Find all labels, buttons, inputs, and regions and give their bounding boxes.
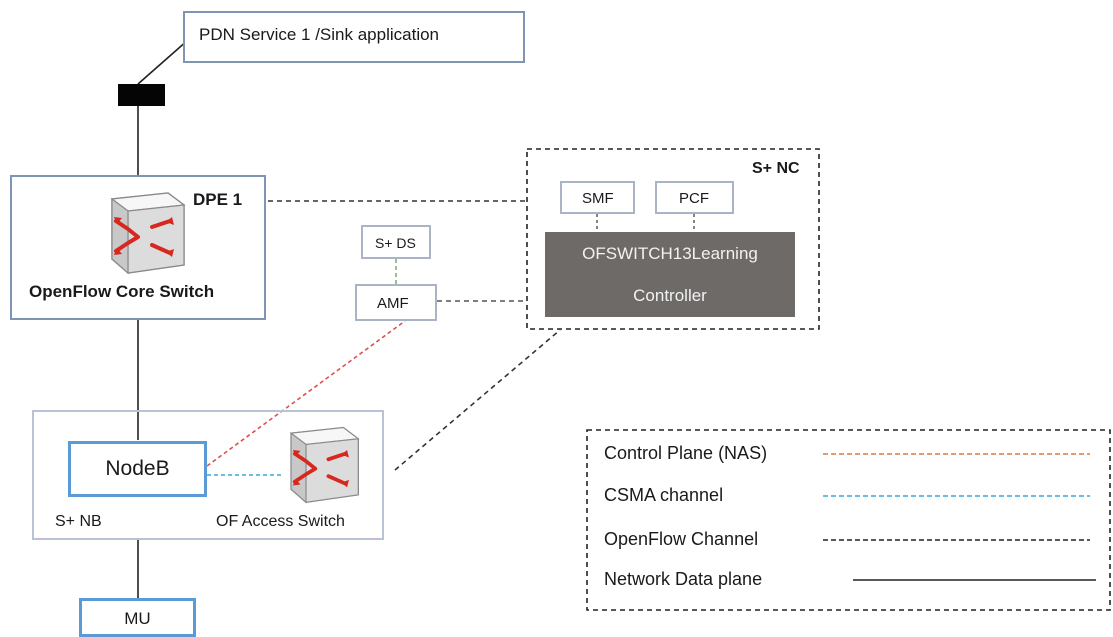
legend-label-nas: Control Plane (NAS)	[604, 443, 768, 463]
nodeb-label: NodeB	[105, 457, 170, 480]
legend-label-data: Network Data plane	[604, 569, 763, 589]
controller-label-line1: OFSWITCH13Learning	[582, 244, 758, 263]
controller-box: OFSWITCH13Learning Controller	[545, 232, 795, 317]
legend-label-openflow: OpenFlow Channel	[604, 529, 759, 549]
pdn-service-label: PDN Service 1 /Sink application	[199, 25, 440, 44]
amf-label: AMF	[377, 295, 409, 312]
access-switch-label: OF Access Switch	[216, 513, 345, 530]
gateway-block	[118, 84, 165, 106]
pcf-box: PCF	[655, 181, 734, 214]
amf-box: AMF	[355, 284, 437, 321]
mu-label: MU	[124, 609, 151, 628]
nb-label: S+ NB	[55, 513, 102, 530]
nb-box: S+ NB OF Access Switch	[32, 410, 384, 540]
pdn-service-box: PDN Service 1 /Sink application	[183, 11, 525, 63]
smf-box: SMF	[560, 181, 635, 214]
core-switch-label: OpenFlow Core Switch	[29, 282, 215, 301]
nodeb-box: NodeB	[68, 441, 207, 497]
switch-icon	[289, 426, 360, 504]
legend-label-csma: CSMA channel	[604, 485, 724, 505]
ds-box: S+ DS	[361, 225, 431, 259]
nas-link-nodeb-amf	[206, 320, 406, 467]
mu-box: MU	[79, 598, 196, 637]
nc-label: S+ NC	[752, 160, 800, 177]
controller-label-line2: Controller	[633, 286, 707, 305]
legend-frame	[586, 429, 1111, 611]
openflow-link-access-nc	[394, 329, 561, 471]
ds-label: S+ DS	[375, 235, 416, 251]
dpe-label: DPE 1	[193, 190, 243, 209]
pcf-label: PCF	[679, 190, 709, 207]
data-link-pdn-gateway	[137, 39, 189, 85]
nc-frame	[526, 148, 820, 330]
smf-label: SMF	[582, 190, 614, 207]
switch-icon	[110, 192, 186, 275]
